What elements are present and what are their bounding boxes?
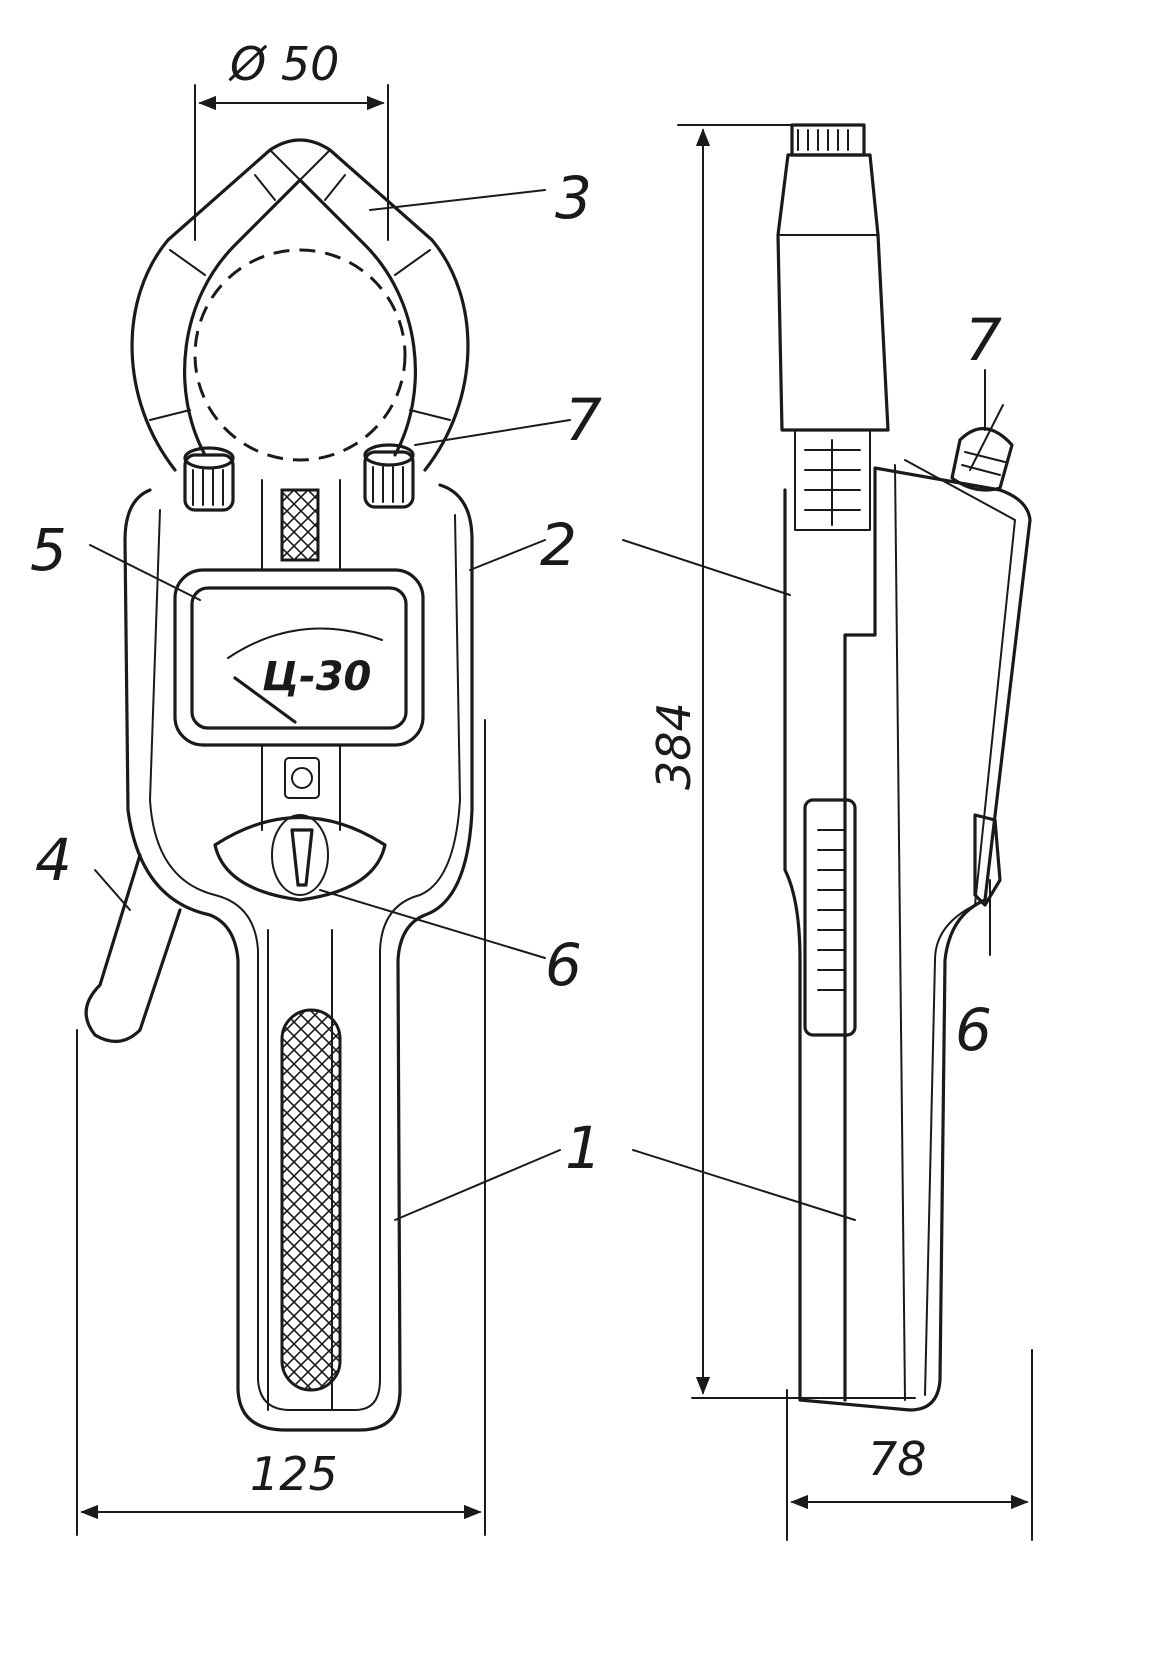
zero-screw-box [284, 757, 320, 799]
meter-scale [227, 627, 383, 659]
callout-7-side: 7 [965, 306, 1002, 374]
dim-front-width: 125 [250, 1447, 338, 1501]
callout-6-side: 6 [955, 996, 992, 1064]
knob-left [183, 446, 235, 512]
side-lever [803, 798, 857, 1037]
callout-7: 7 [565, 386, 602, 454]
leader-lines-side [622, 369, 1004, 1221]
upper-grip [280, 488, 320, 562]
side-lever-ribs [817, 829, 846, 991]
knob-right [363, 443, 415, 509]
lever [84, 853, 182, 1043]
callout-4: 4 [35, 826, 72, 894]
leader-lines-front [89, 189, 571, 1221]
callout-1: 1 [565, 1114, 602, 1182]
side-switch [973, 813, 1002, 907]
body-outer [123, 483, 474, 1432]
callout-5: 5 [30, 516, 67, 584]
side-jaw [776, 153, 890, 432]
side-scale-block [794, 429, 871, 531]
side-cap-ribs [797, 129, 849, 151]
side-scale-marks [804, 439, 861, 526]
switch-knob [271, 814, 329, 896]
dim-height: 384 [647, 702, 701, 790]
dim-side-depth: 78 [868, 1432, 927, 1486]
dimensions: Ø 50 125 384 78 [76, 37, 1033, 1541]
conductor-circle [193, 248, 407, 462]
side-knob [950, 427, 1014, 492]
meter-label: Ц-30 [262, 654, 371, 700]
handle-grip [280, 1008, 342, 1392]
jaw-inner [183, 178, 417, 457]
jaw-segments [149, 149, 451, 421]
zero-screw [291, 767, 313, 789]
callouts: 3 7 2 5 4 6 1 7 6 [30, 164, 1002, 1182]
meter-frame [173, 568, 425, 747]
jaw-outer [130, 138, 470, 472]
dim-jaw-diameter: Ø 50 [228, 37, 339, 91]
side-body [783, 466, 1032, 1412]
meter-needle [233, 676, 297, 724]
side-back-plate [894, 459, 1016, 1401]
callout-3: 3 [555, 164, 592, 232]
center-channel [261, 479, 341, 1411]
callout-6: 6 [545, 931, 582, 999]
body-inner [149, 509, 461, 1411]
front-view: Ц-30 [84, 138, 571, 1432]
meter-window [190, 586, 408, 730]
callout-2: 2 [540, 511, 577, 579]
switch-pointer [290, 828, 314, 887]
